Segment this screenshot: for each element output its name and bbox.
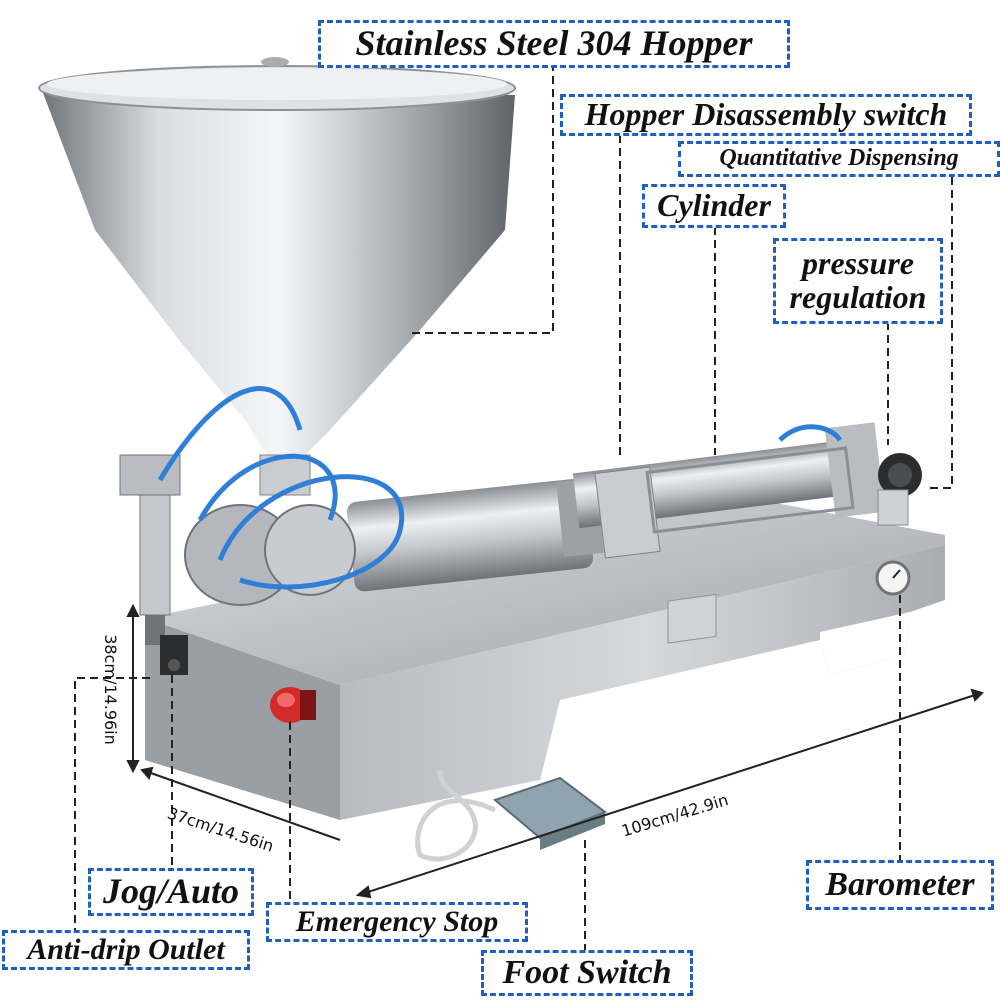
foot-switch-cable <box>415 769 497 862</box>
label-foot-switch: Foot Switch <box>481 950 693 996</box>
label-jog-auto: Jog/Auto <box>88 868 254 916</box>
label-anti-drip-outlet: Anti-drip Outlet <box>2 930 250 970</box>
pneumatic-hoses <box>157 386 843 590</box>
label-quantitative-dispensing: Quantitative Dispensing <box>678 141 1000 177</box>
dimension-arrows <box>126 603 984 899</box>
label-pressure-line1: pressure <box>801 245 914 282</box>
valve-assembly <box>119 454 356 645</box>
leader-lines <box>74 63 953 950</box>
label-hopper-disassembly-switch: Hopper Disassembly switch <box>560 94 972 136</box>
nameplate <box>667 593 717 644</box>
emergency-stop-button <box>270 687 316 723</box>
hopper <box>38 57 516 496</box>
label-hopper: Stainless Steel 304 Hopper <box>318 20 790 68</box>
pressure-regulator <box>877 453 922 526</box>
label-barometer: Barometer <box>806 860 994 910</box>
label-emergency-stop: Emergency Stop <box>266 902 528 942</box>
mounting-bracket <box>645 446 855 534</box>
jog-auto-switch <box>160 635 188 675</box>
air-cylinder <box>572 422 886 559</box>
hopper-lid-knob <box>261 57 289 67</box>
barometer-gauge <box>875 560 911 596</box>
label-cylinder: Cylinder <box>642 184 786 228</box>
label-pressure-regulation: pressure regulation <box>773 238 943 324</box>
label-pressure-line2: regulation <box>789 279 927 315</box>
dim-height: 38cm/14.96in <box>100 634 120 745</box>
machine-base <box>145 500 945 820</box>
